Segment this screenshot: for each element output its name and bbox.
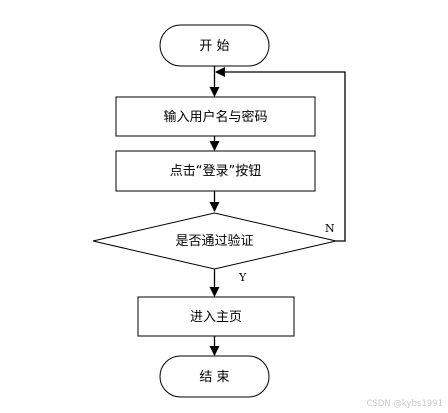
click-login-node: 点击“登录”按钮 <box>115 150 316 192</box>
input-credentials-label: 输入用户名与密码 <box>163 109 267 125</box>
start-label: 开 始 <box>199 39 229 54</box>
edge-yes-label: Y <box>238 271 247 284</box>
enter-home-label: 进入主页 <box>190 310 242 325</box>
click-login-label: 点击“登录”按钮 <box>170 164 261 179</box>
end-node: 结 束 <box>159 355 270 398</box>
input-credentials-node: 输入用户名与密码 <box>115 96 316 137</box>
edge-decision-no-loop <box>215 67 346 242</box>
verification-decision-label: 是否通过验证 <box>175 233 253 249</box>
edge-no-label: N <box>325 222 335 235</box>
watermark: CSDN @kybs1991 <box>366 399 443 409</box>
verification-decision-node: 是否通过验证 <box>92 212 337 270</box>
end-label: 结 束 <box>199 370 229 385</box>
start-node: 开 始 <box>159 24 270 67</box>
enter-home-node: 进入主页 <box>137 296 295 337</box>
